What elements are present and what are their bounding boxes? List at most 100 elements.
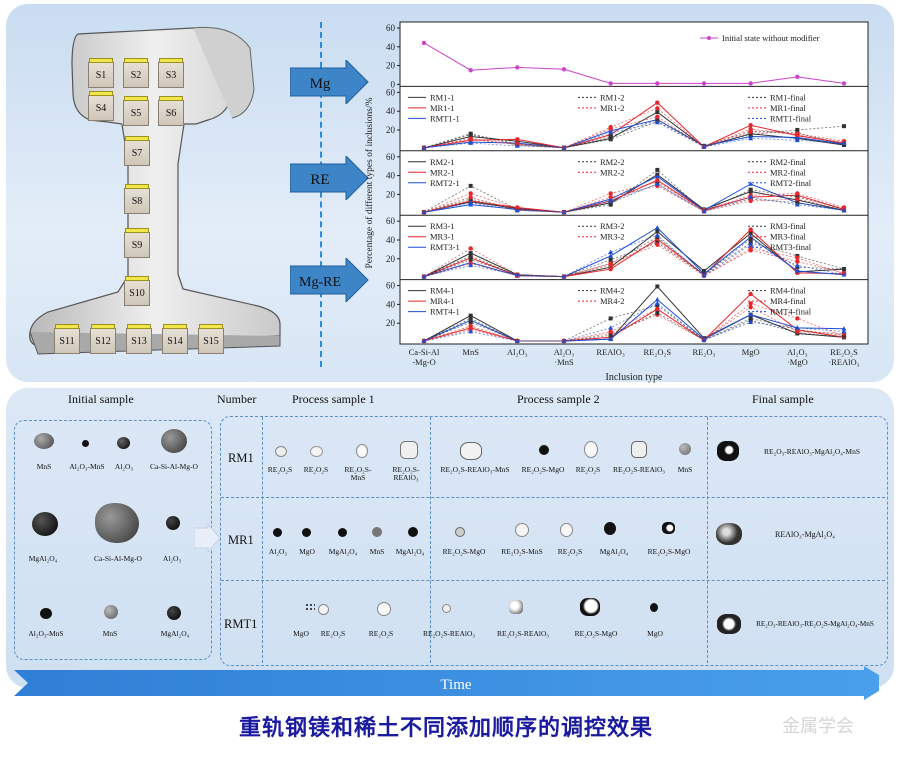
particle xyxy=(455,527,465,537)
particle xyxy=(460,442,482,460)
sample-label: S10 xyxy=(129,287,145,299)
sample-label: S8 xyxy=(131,195,143,207)
y-tick-label: 60 xyxy=(386,216,396,226)
inclusion-label: Al₂O₃ xyxy=(114,462,134,471)
particle xyxy=(117,437,130,449)
x-tick-label: Al₂O₃ xyxy=(554,347,575,357)
data-point xyxy=(468,140,474,145)
data-point xyxy=(841,272,847,277)
sample-label: S6 xyxy=(165,107,177,119)
inclusion-label: MgAl₂O₄ xyxy=(28,554,58,563)
inclusion-label: RE₂O₂S-MgO xyxy=(574,629,618,638)
data-point xyxy=(748,312,754,317)
series-line xyxy=(423,119,845,149)
data-point xyxy=(842,267,846,272)
particle xyxy=(161,429,187,453)
sample-label: S12 xyxy=(95,335,111,347)
legend-label: MR3-final xyxy=(770,232,807,242)
header-initial-sample: Initial sample xyxy=(68,392,134,406)
data-point xyxy=(842,142,846,147)
data-point xyxy=(654,225,660,230)
point-initial xyxy=(608,81,613,86)
inclusion-label: RE₂O₂S xyxy=(368,629,394,638)
point-initial xyxy=(515,65,520,70)
arrow-mg-re: Mg-RE xyxy=(290,258,369,302)
legend-label: RM4-final xyxy=(770,286,807,296)
header-process-2: Process sample 2 xyxy=(517,392,600,406)
data-point xyxy=(701,144,707,149)
data-point xyxy=(702,268,706,273)
inclusion-label: RE₂O₂S-MgO xyxy=(442,547,486,556)
data-point xyxy=(748,291,753,297)
legend-initial-marker xyxy=(707,36,711,40)
legend-label: RM1-final xyxy=(770,92,807,102)
y-tick-label: 60 xyxy=(386,152,396,162)
particle xyxy=(34,433,54,449)
x-tick-label: REAlO₃ xyxy=(596,347,625,357)
x-tick-label: RE₂O₂S xyxy=(830,347,858,357)
y-tick-label: 40 xyxy=(386,299,396,309)
data-point xyxy=(561,209,567,214)
inclusion-label: RE₂O₂S-REAlO₃ xyxy=(496,629,549,638)
data-point xyxy=(468,132,473,137)
legend-label: MR2-final xyxy=(770,167,807,177)
data-point xyxy=(841,326,847,331)
y-tick-label: 20 xyxy=(386,125,396,135)
sample-s8: S8 xyxy=(124,184,150,214)
series-line xyxy=(423,183,845,213)
data-point xyxy=(468,246,473,251)
sample-label: S3 xyxy=(165,69,177,81)
inclusion-label: RE₂O₃-REAlO₃-MgAl₂O₄-MnS xyxy=(764,447,860,456)
x-tick-label: ·REAlO₃ xyxy=(828,357,859,367)
series-line xyxy=(423,230,845,278)
data-point xyxy=(794,137,800,143)
data-point xyxy=(468,200,474,205)
legend-label: MR2-2 xyxy=(600,167,625,177)
series-line xyxy=(423,121,845,149)
inclusion-label: MnS xyxy=(36,462,52,471)
particle xyxy=(584,441,598,458)
data-point xyxy=(795,255,800,260)
row-label-rm1: RM1 xyxy=(228,451,254,465)
series-line xyxy=(423,181,845,213)
particle xyxy=(275,446,287,457)
sample-s1: S1 xyxy=(88,58,114,88)
particle xyxy=(515,523,529,537)
x-tick-label: RE₂O₂S xyxy=(644,347,672,357)
inclusion-label: MgO xyxy=(293,629,309,638)
point-initial xyxy=(748,81,753,86)
data-point xyxy=(421,274,427,279)
y-tick-label: 40 xyxy=(386,235,396,245)
data-point xyxy=(608,261,613,266)
data-point xyxy=(468,191,473,196)
series-line-initial xyxy=(423,42,845,84)
data-point xyxy=(748,123,753,128)
inclusion-label: MgAl₂O₄ xyxy=(328,547,358,556)
particle xyxy=(717,441,739,461)
inclusion-label: MnS xyxy=(102,629,118,638)
data-point xyxy=(561,145,567,150)
inclusion-label: MnS xyxy=(677,465,693,474)
data-point xyxy=(608,316,613,321)
data-point xyxy=(468,137,473,142)
series-line xyxy=(423,285,845,342)
inclusion-label: Ca-Si-Al-Mg-O xyxy=(94,554,142,563)
particle xyxy=(580,598,600,616)
series-line xyxy=(423,306,845,342)
data-point xyxy=(608,329,613,334)
data-point xyxy=(654,173,660,179)
data-point xyxy=(468,253,473,258)
series-line xyxy=(423,244,845,278)
x-tick-label: RE₂O₃ xyxy=(693,347,716,357)
particle xyxy=(95,503,139,543)
data-point xyxy=(468,323,473,329)
col-divider xyxy=(707,417,708,663)
y-tick-label: 40 xyxy=(386,106,396,116)
point-initial xyxy=(421,40,427,46)
data-point xyxy=(608,126,613,132)
legend-label: RM1-1 xyxy=(430,92,455,102)
point-initial xyxy=(795,74,800,80)
legend-label: RMT2-1 xyxy=(430,178,460,188)
particle xyxy=(631,441,647,458)
inclusion-label: RE₂O₂S xyxy=(575,465,601,474)
